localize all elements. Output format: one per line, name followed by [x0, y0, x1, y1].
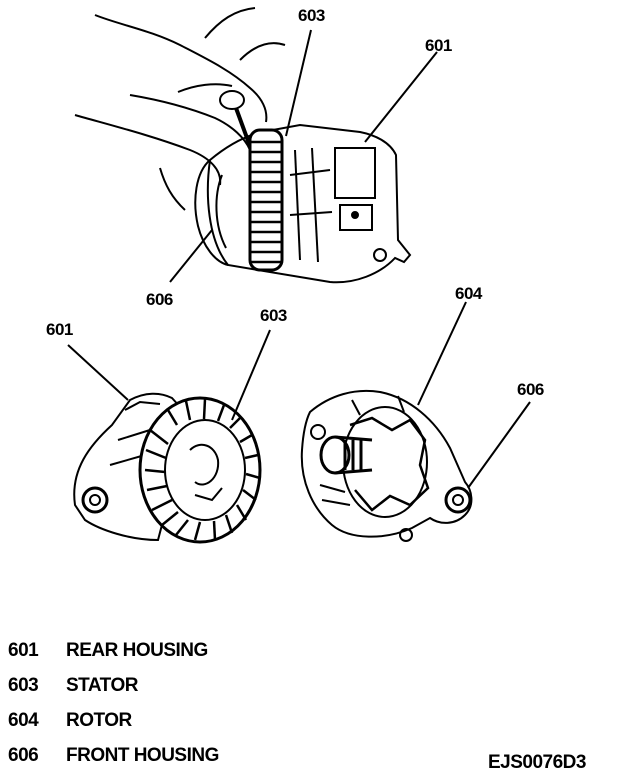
parts-legend: 601 REAR HOUSING 603 STATOR 604 ROTOR 60…: [8, 640, 408, 780]
diagram-drawing: [67, 7, 531, 544]
callout-606-right: 606: [517, 380, 544, 399]
legend-row: 604 ROTOR: [8, 710, 408, 745]
legend-row: 603 STATOR: [8, 675, 408, 710]
legend-label: FRONT HOUSING: [66, 745, 219, 766]
callout-603-top: 603: [298, 6, 325, 25]
legend-number: 606: [8, 745, 39, 766]
legend-number: 601: [8, 640, 39, 661]
legend-label: STATOR: [66, 675, 138, 696]
legend-row: 606 FRONT HOUSING: [8, 745, 408, 780]
figure-code: EJS0076D3: [488, 752, 586, 773]
right-leader-lines: [417, 301, 531, 489]
callout-606-top: 606: [146, 290, 173, 309]
callout-604-right: 604: [455, 284, 482, 303]
legend-label: REAR HOUSING: [66, 640, 208, 661]
callout-601-left: 601: [46, 320, 73, 339]
legend-number: 604: [8, 710, 39, 731]
left-leader-lines: [67, 329, 271, 421]
front-housing-rotor-icon: [300, 389, 473, 542]
assembled-alternator-icon: [74, 7, 412, 284]
legend-number: 603: [8, 675, 39, 696]
rear-housing-stator-icon: [73, 392, 262, 544]
top-leader-lines: [169, 29, 438, 283]
legend-row: 601 REAR HOUSING: [8, 640, 408, 675]
callout-601-top: 601: [425, 36, 452, 55]
callout-603-left: 603: [260, 306, 287, 325]
alternator-disassembly-diagram: 603 601 606 601 603 604 606: [46, 6, 544, 544]
legend-label: ROTOR: [66, 710, 132, 731]
